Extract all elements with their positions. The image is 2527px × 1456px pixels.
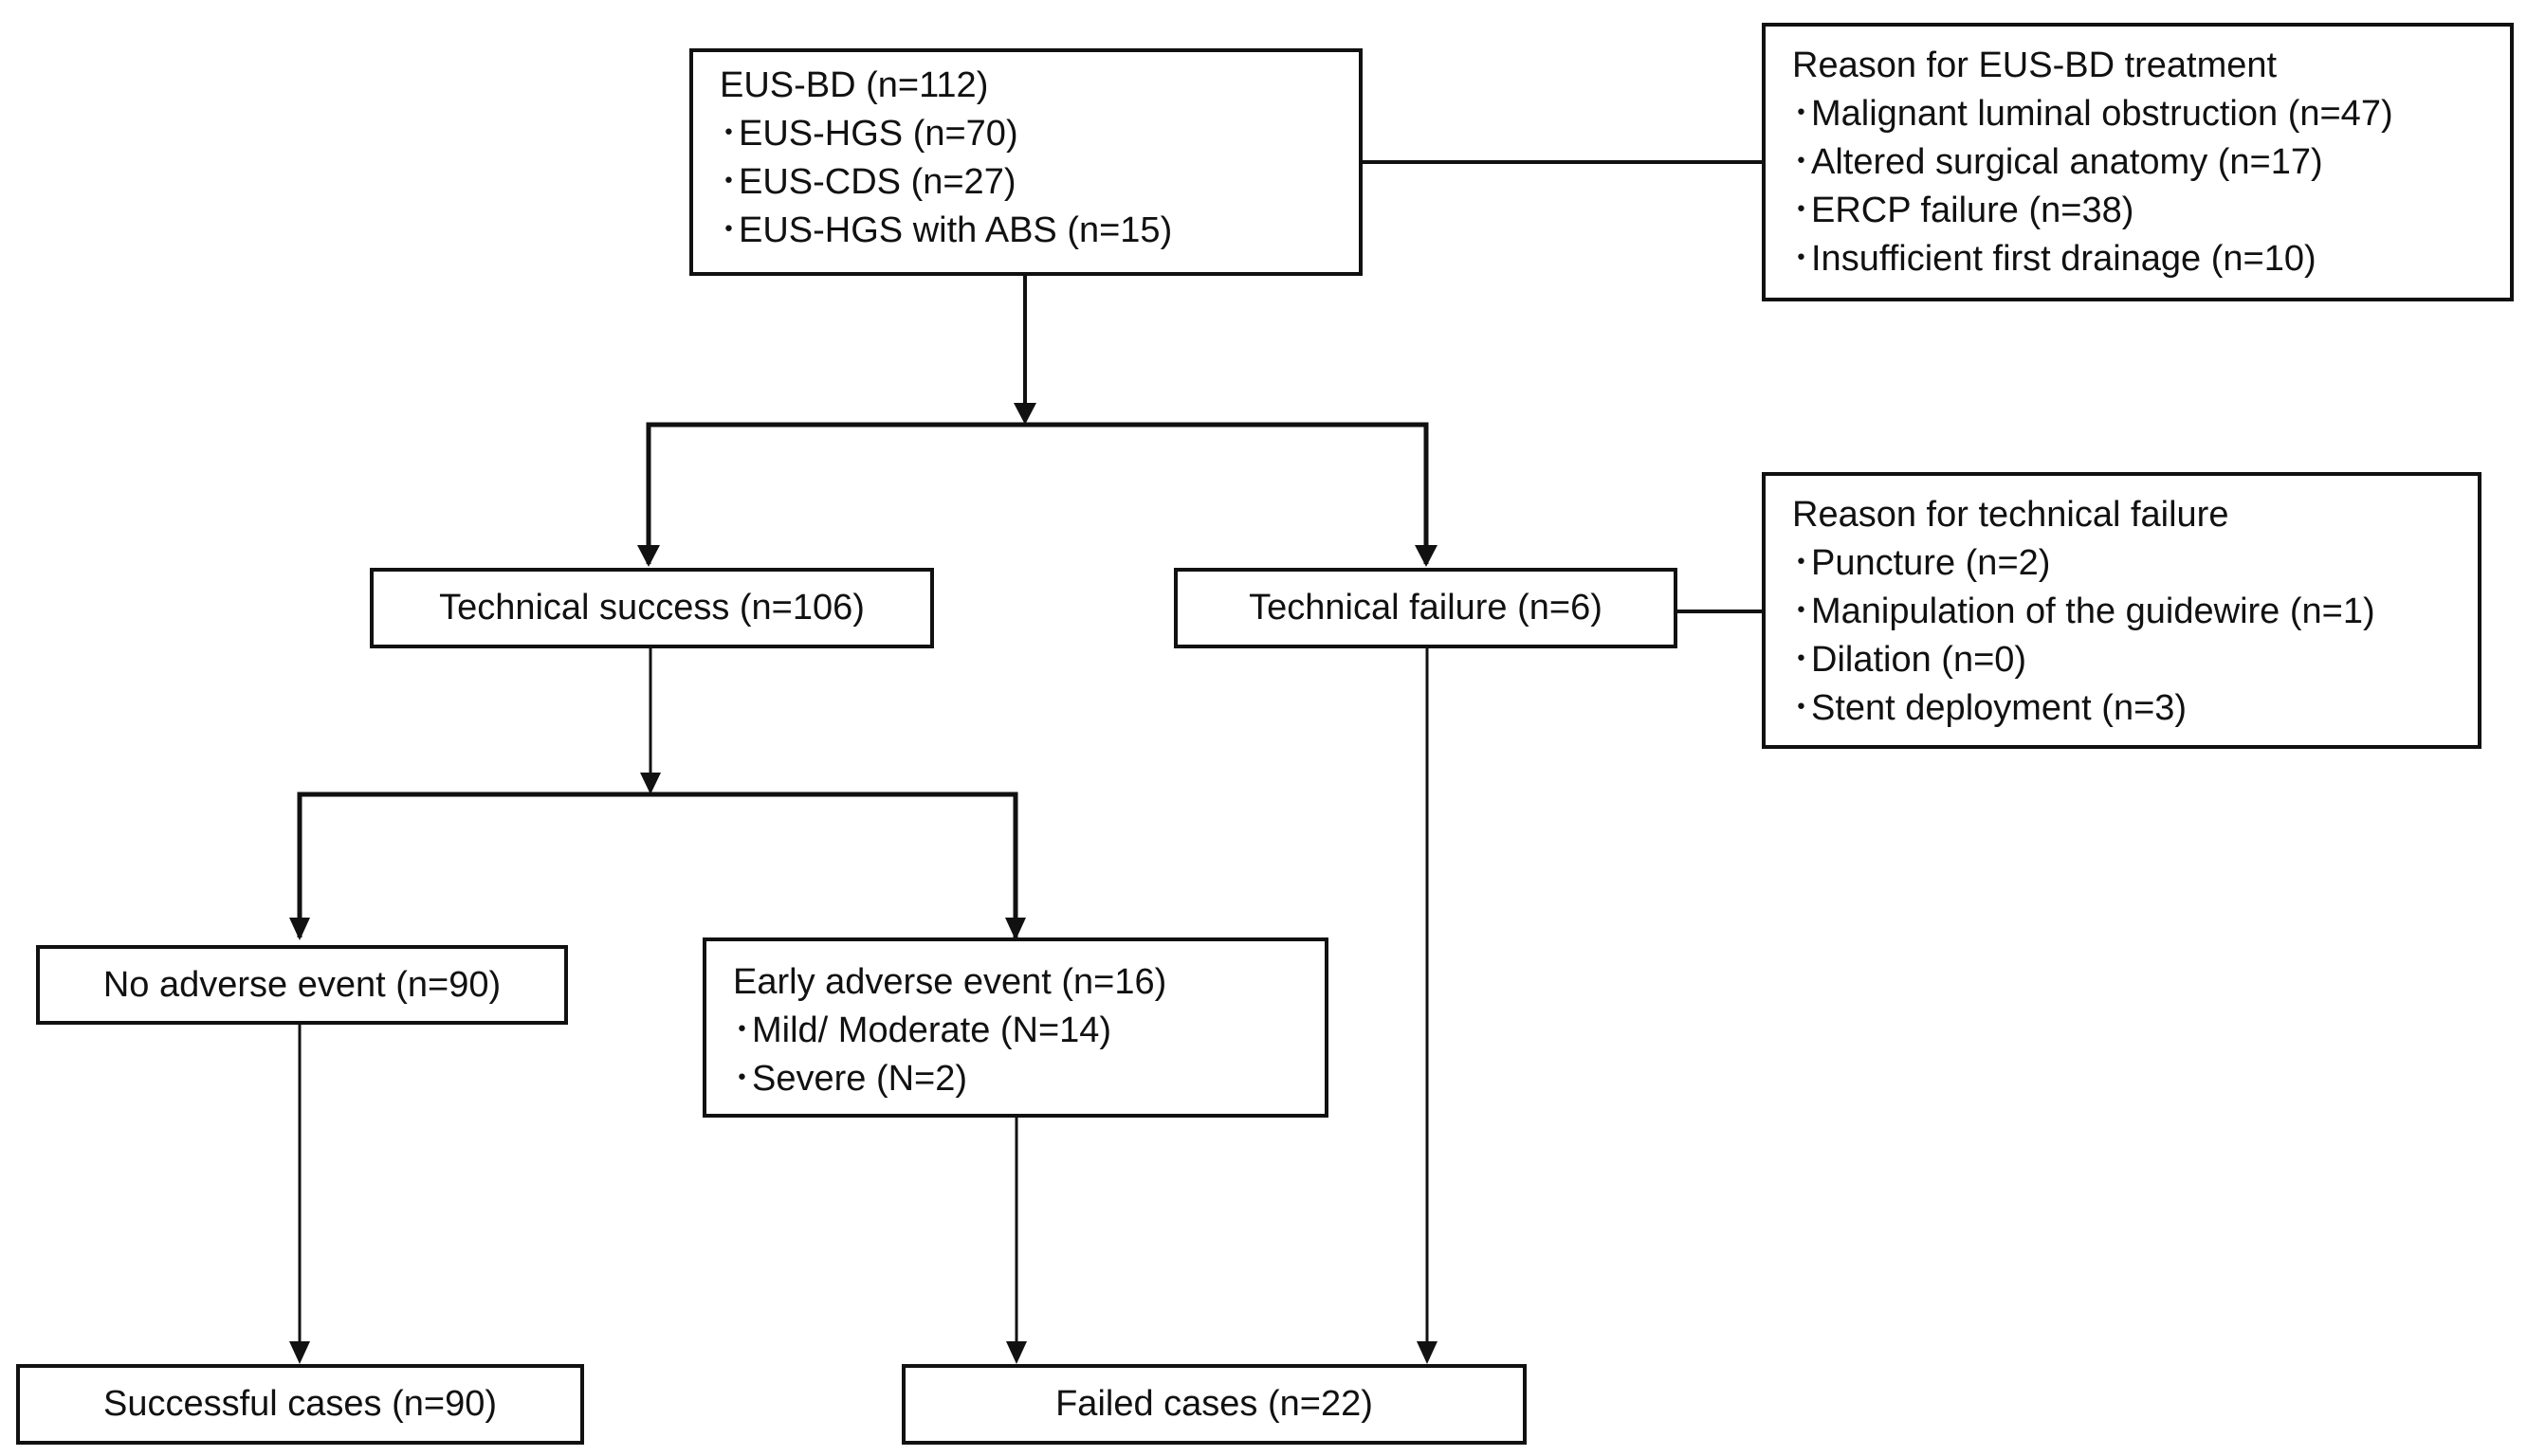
early-ae-item: ･Mild/ Moderate (N=14) [733,1010,1112,1050]
technical-success-box: Technical success (n=106) [370,568,934,648]
arrowhead-icon [1417,1341,1437,1364]
failed-cases-label: Failed cases (n=22) [1055,1384,1373,1424]
no-adverse-event-label: No adverse event (n=90) [102,964,502,1005]
eus-bd-item: ･EUS-HGS (n=70) [720,114,1018,154]
arrowhead-icon [1014,403,1036,425]
successful-cases-label: Successful cases (n=90) [102,1384,498,1424]
arrowhead-icon [289,1341,310,1364]
reason-treatment-item: ･ERCP failure (n=38) [1792,191,2134,230]
reason-treatment-item: ･Insufficient first drainage (n=10) [1792,239,2316,279]
reason-failure-item: ･Puncture (n=2) [1792,543,2051,583]
successful-cases-box: Successful cases (n=90) [16,1364,584,1445]
early-ae-title: Early adverse event (n=16) [733,962,1167,1002]
reason-failure-box: Reason for technical failure ･Puncture (… [1762,472,2481,749]
eus-bd-item: ･EUS-CDS (n=27) [720,162,1016,202]
technical-success-label: Technical success (n=106) [439,588,865,628]
technical-failure-label: Technical failure (n=6) [1249,588,1602,628]
reason-failure-item: ･Dilation (n=0) [1792,640,2027,680]
failed-cases-box: Failed cases (n=22) [902,1364,1527,1445]
reason-failure-item: ･Stent deployment (n=3) [1792,688,2188,728]
reason-treatment-item: ･Malignant luminal obstruction (n=47) [1792,94,2393,134]
technical-failure-box: Technical failure (n=6) [1174,568,1677,648]
arrowhead-icon [637,545,660,567]
arrowhead-icon [1005,918,1026,940]
connector-ae-split [297,792,1018,937]
eus-bd-title: EUS-BD (n=112) [720,65,989,105]
eus-bd-item: ･EUS-HGS with ABS (n=15) [720,210,1173,250]
early-ae-item: ･Severe (N=2) [733,1059,968,1099]
reason-treatment-item: ･Altered surgical anatomy (n=17) [1792,142,2323,182]
eus-bd-box: EUS-BD (n=112) ･EUS-HGS (n=70) ･EUS-CDS … [689,48,1363,276]
arrowhead-icon [1006,1341,1027,1364]
no-adverse-event-box: No adverse event (n=90) [36,945,568,1025]
reason-treatment-title: Reason for EUS-BD treatment [1792,46,2278,85]
reason-treatment-box: Reason for EUS-BD treatment ･Malignant l… [1762,23,2514,301]
connector-split [646,422,1429,564]
early-adverse-event-box: Early adverse event (n=16) ･Mild/ Modera… [703,937,1328,1118]
reason-failure-title: Reason for technical failure [1792,495,2229,535]
arrowhead-icon [289,918,310,940]
arrowhead-icon [640,773,661,794]
reason-failure-item: ･Manipulation of the guidewire (n=1) [1792,592,2375,631]
arrowhead-icon [1415,545,1437,567]
